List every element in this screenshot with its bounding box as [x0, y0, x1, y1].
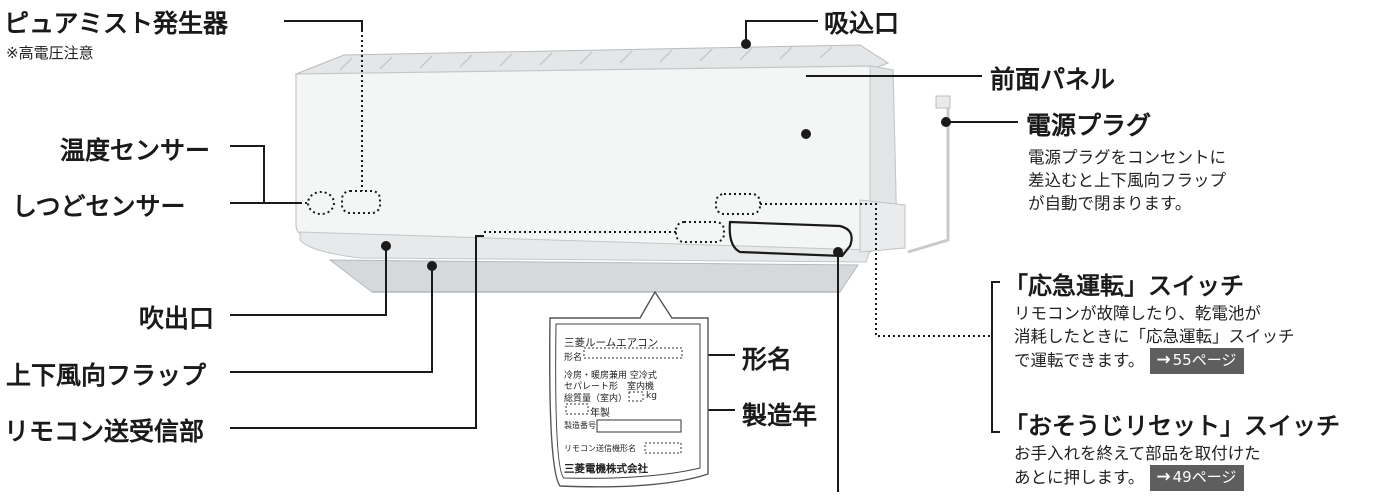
page-ref-55[interactable]: →55ページ	[1150, 348, 1245, 374]
switch-marker	[728, 220, 853, 258]
nameplate-serial-label: 製造番号	[564, 421, 596, 430]
high-voltage-note: ※高電圧注意	[6, 44, 94, 62]
temp-sensor-label: 温度センサー	[60, 136, 211, 165]
humidity-sensor-label: しつどセンサー	[12, 192, 186, 221]
nameplate-model-label: 形名	[564, 353, 583, 363]
nameplate-type-line1: 冷房・暖房兼用 空冷式	[564, 371, 657, 381]
nameplate: 三菱ルームエアコン 形名 冷房・暖房兼用 空冷式 セパレート形 室内機 総質量（…	[558, 323, 694, 483]
outlet-label: 吹出口	[139, 304, 215, 333]
pure-mist-label: ピュアミスト発生器	[4, 9, 229, 38]
cleaning-description: お手入れを終えて部品を取付けた あとに押します。→49ページ	[1014, 442, 1261, 491]
nameplate-brand: 三菱ルームエアコン	[564, 337, 659, 349]
flap-label: 上下風向フラップ	[6, 361, 207, 390]
arrow-right-icon: →	[1156, 350, 1171, 370]
plug-description: 電源プラグをコンセントに 差込むと上下風向フラップ が自動で閉まります。	[1028, 148, 1226, 213]
indoor-unit	[294, 44, 951, 293]
cleaning-switch-label: 「おそうじリセット」スイッチ	[1004, 412, 1340, 440]
model-name-label: 形名	[742, 345, 793, 374]
nameplate-callout	[549, 290, 709, 488]
receiver-label: リモコン送受信部	[4, 417, 205, 446]
nameplate-weight-unit: kg	[646, 391, 657, 401]
nameplate-remote-label: リモコン送信機形名	[564, 444, 636, 453]
nameplate-maker: 三菱電機株式会社	[564, 463, 648, 475]
emergency-switch-label: 「応急運転」スイッチ	[1004, 272, 1244, 300]
plug-label: 電源プラグ	[1026, 111, 1152, 140]
nameplate-weight-label: 総質量（室内）	[564, 394, 628, 404]
front-panel-label: 前面パネル	[990, 65, 1116, 94]
leader-lines	[230, 20, 1018, 492]
nameplate-year-label: 年製	[590, 408, 610, 419]
emergency-description: リモコンが故障したり、乾電池が 消耗したときに「応急運転」スイッチ で運転できま…	[1014, 302, 1295, 374]
arrow-right-icon: →	[1156, 467, 1171, 487]
intake-label: 吸込口	[824, 9, 900, 38]
nameplate-type-line2: セパレート形 室内機	[564, 382, 655, 392]
page-ref-49[interactable]: →49ページ	[1150, 465, 1245, 491]
manufacture-year-label: 製造年	[742, 401, 818, 430]
